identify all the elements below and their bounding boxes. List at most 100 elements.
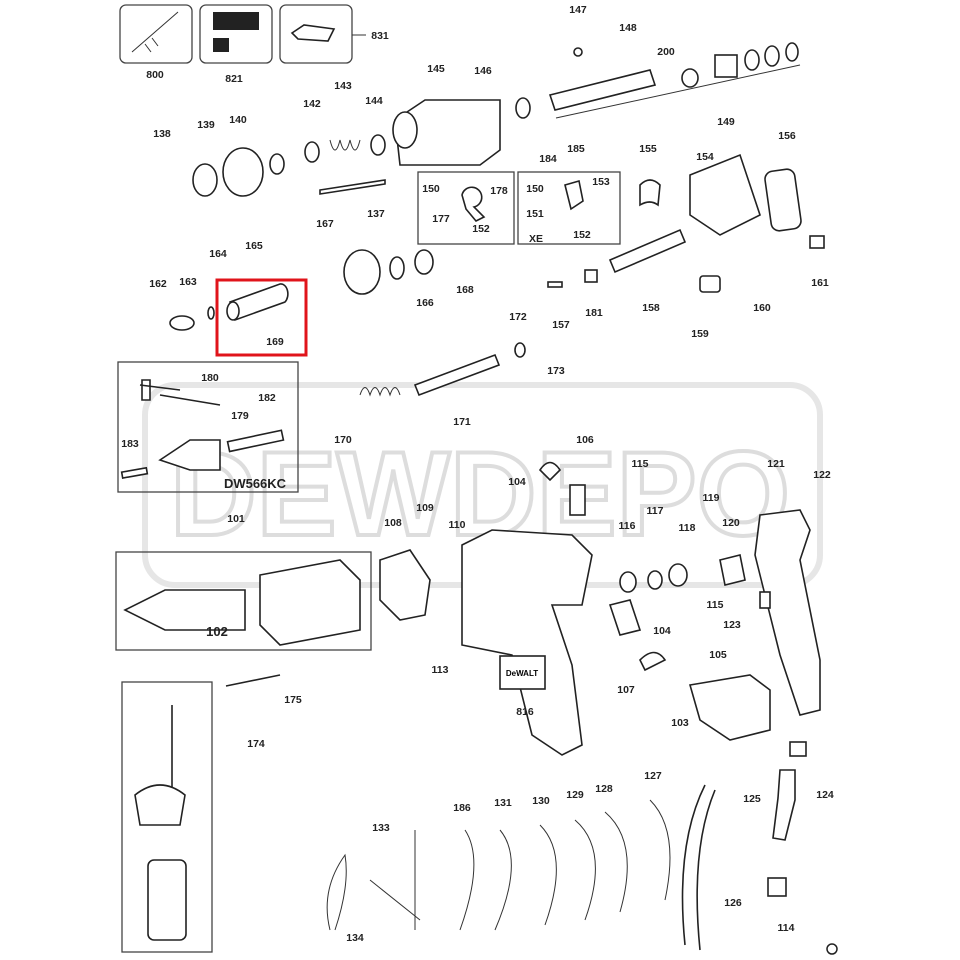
wire-127 bbox=[649, 799, 671, 901]
part-label: 153 bbox=[592, 176, 610, 188]
power-cord-126 bbox=[681, 784, 716, 951]
part-label: 173 bbox=[547, 365, 565, 377]
part-label: 106 bbox=[576, 434, 594, 446]
part-label: 137 bbox=[367, 208, 385, 220]
part-label: 167 bbox=[316, 218, 334, 230]
pad-123 bbox=[759, 591, 771, 609]
part-label: 115 bbox=[632, 458, 649, 470]
plate-158 bbox=[608, 228, 687, 274]
washer-173 bbox=[514, 342, 526, 358]
wire-128 bbox=[604, 811, 628, 913]
switch-part bbox=[608, 599, 642, 636]
part-label: 150 bbox=[526, 183, 544, 195]
adapter-182 bbox=[226, 429, 285, 453]
handle-121 bbox=[754, 509, 821, 716]
part-label: 179 bbox=[231, 410, 249, 422]
ball-147 bbox=[573, 47, 583, 57]
screw-183 bbox=[120, 466, 149, 479]
wire-133 bbox=[369, 830, 421, 930]
rod-175 bbox=[225, 674, 281, 687]
part-label: 139 bbox=[197, 119, 215, 131]
part-label: 172 bbox=[509, 311, 527, 323]
part-label: 134 bbox=[346, 932, 364, 944]
part-label: 157 bbox=[552, 319, 570, 331]
gasket-156 bbox=[764, 168, 802, 232]
inset-box-xe bbox=[517, 171, 621, 245]
bracket-120 bbox=[719, 554, 746, 586]
part-label: 129 bbox=[566, 789, 584, 801]
wire-130 bbox=[539, 824, 557, 926]
part-label: 163 bbox=[179, 276, 197, 288]
circlip-166 bbox=[389, 256, 405, 280]
part-label: 114 bbox=[778, 922, 795, 934]
spring-143 bbox=[329, 139, 361, 151]
gear-housing-145 bbox=[394, 99, 501, 166]
gear-block-154 bbox=[689, 153, 761, 236]
part-label: 184 bbox=[539, 153, 557, 165]
accessory-box-831 bbox=[279, 4, 353, 64]
part-label: 143 bbox=[334, 80, 352, 92]
ring bbox=[785, 42, 799, 62]
side-handle-icon bbox=[131, 11, 179, 53]
kit-box-dw566kc bbox=[117, 361, 299, 493]
switch-block bbox=[569, 484, 586, 516]
part-label: 180 bbox=[201, 372, 219, 384]
part-label: 816 bbox=[516, 706, 534, 718]
copyright-mark bbox=[826, 943, 838, 955]
washer-142 bbox=[304, 141, 320, 163]
part-label: 140 bbox=[229, 114, 247, 126]
manual-book-icon bbox=[290, 24, 336, 42]
part-label: 821 bbox=[225, 73, 243, 85]
tube-169 bbox=[229, 283, 289, 322]
part-label: 126 bbox=[724, 897, 742, 909]
part-label: 117 bbox=[647, 505, 664, 517]
part-label: 148 bbox=[619, 22, 637, 34]
part-label: 159 bbox=[691, 328, 709, 340]
part-label: 170 bbox=[334, 434, 352, 446]
plug-162 bbox=[169, 315, 195, 331]
brush-holder-108 bbox=[379, 549, 431, 621]
part-label: 178 bbox=[490, 185, 508, 197]
part-label: 115 bbox=[707, 599, 724, 611]
washer-144 bbox=[370, 134, 386, 156]
part-label: 152 bbox=[573, 229, 591, 241]
part-label: 166 bbox=[416, 297, 434, 309]
part-label: 123 bbox=[723, 619, 741, 631]
inset-box-150 bbox=[417, 171, 515, 245]
motor-box-101 bbox=[115, 551, 372, 651]
ring bbox=[744, 49, 760, 71]
part-label: 120 bbox=[722, 517, 740, 529]
part-label: 144 bbox=[365, 95, 383, 107]
part-label: 109 bbox=[416, 502, 434, 514]
part-label: 800 bbox=[146, 69, 164, 81]
part-label: 177 bbox=[432, 213, 450, 225]
spindle-171 bbox=[413, 353, 501, 397]
armature-102 bbox=[123, 589, 246, 631]
field-coil bbox=[259, 559, 361, 646]
part-label: 122 bbox=[813, 469, 831, 481]
cap-138 bbox=[192, 163, 218, 197]
part-label: 175 bbox=[284, 694, 302, 706]
part-label: 162 bbox=[149, 278, 167, 290]
clamp-ring bbox=[134, 784, 186, 826]
washer-140 bbox=[269, 153, 285, 175]
motor-housing-113 bbox=[461, 529, 593, 756]
part-label: 104 bbox=[653, 625, 671, 637]
switch-103 bbox=[688, 674, 771, 741]
part-label: 152 bbox=[472, 223, 490, 235]
lever-104 bbox=[639, 651, 667, 672]
washer-146 bbox=[515, 97, 531, 119]
part-label: 107 bbox=[617, 684, 635, 696]
part-label: 108 bbox=[384, 517, 402, 529]
switch-160 bbox=[699, 275, 721, 293]
chuck-nut-139 bbox=[222, 147, 264, 197]
part-label: 127 bbox=[644, 770, 662, 782]
lever-104-upper bbox=[538, 461, 562, 482]
highlight-box-169 bbox=[215, 278, 308, 357]
label-sheet-icon bbox=[213, 12, 259, 30]
part-label: 156 bbox=[778, 130, 796, 142]
wire-131 bbox=[494, 829, 512, 931]
chuck-179 bbox=[158, 439, 221, 471]
label-block-icon bbox=[213, 38, 229, 52]
rod-137 bbox=[319, 179, 386, 195]
